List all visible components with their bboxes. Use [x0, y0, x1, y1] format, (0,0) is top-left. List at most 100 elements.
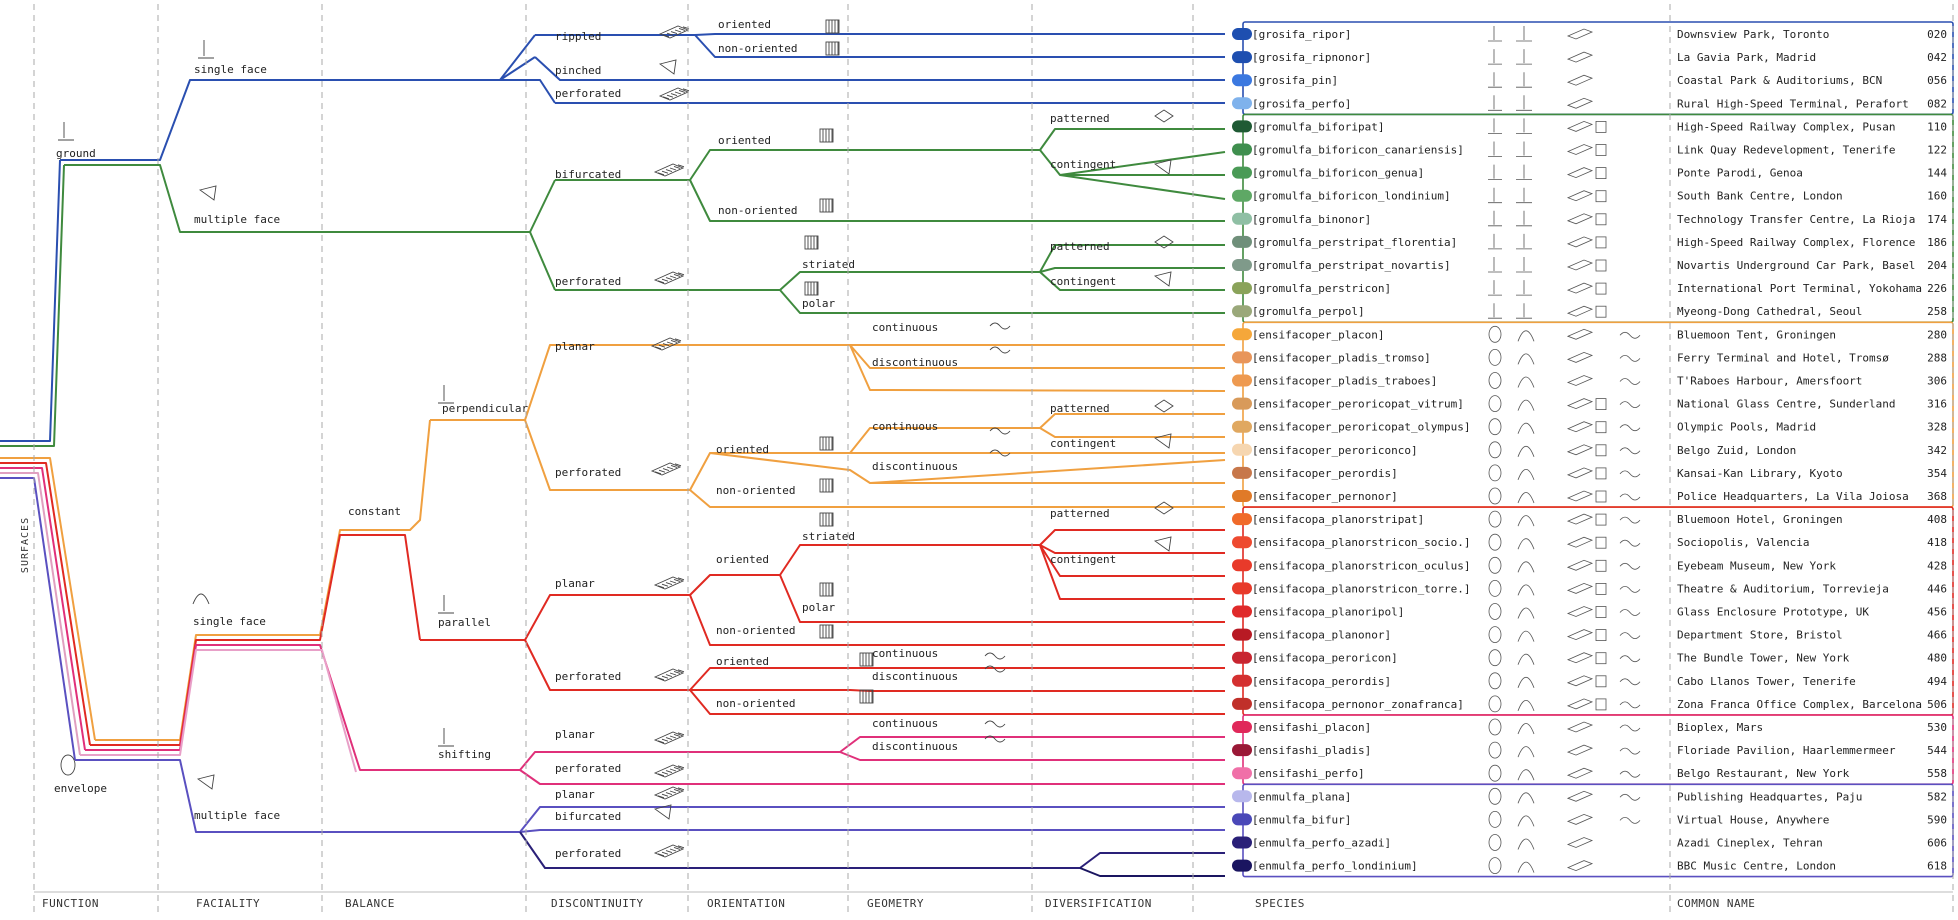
species-trait-icons	[1488, 649, 1641, 667]
branch-label-constant: constant	[348, 505, 401, 518]
column-dividers	[33, 4, 1954, 912]
species-row: [gromulfa_perpol]Myeong-Dong Cathedral, …	[1252, 305, 1947, 318]
species-row: [ensifacopa_planorstripat]Bluemoon Hotel…	[1252, 513, 1947, 526]
species-code: 186	[1927, 236, 1947, 249]
side-label-surfaces: SURFACES	[20, 517, 31, 573]
species-trait-icons	[1488, 764, 1641, 782]
branch	[839, 751, 1225, 761]
species-trait-icons	[1488, 118, 1607, 134]
species-trait-icons	[1488, 533, 1641, 551]
trunk-branch	[0, 462, 91, 746]
trunk-branch	[0, 164, 65, 447]
species-row: [ensifacoper_peroriconco]Belgo Zuid, Lon…	[1252, 444, 1947, 457]
common-name: BBC Music Centre, London	[1677, 860, 1836, 873]
column-header-discontinuity: DISCONTINUITY	[551, 897, 644, 910]
species-code: 174	[1927, 213, 1947, 226]
branch-label-gp-polar: polar	[802, 297, 835, 310]
trunk-branch	[0, 457, 96, 741]
branch	[689, 594, 1225, 646]
species-code: 494	[1927, 675, 1947, 688]
plane-icon	[653, 731, 685, 745]
species-code: 590	[1927, 813, 1947, 826]
species-trait-icons	[1488, 348, 1641, 366]
species-swatch	[1232, 212, 1252, 225]
species-row: [enmulfa_perfo_londinium]BBC Music Centr…	[1252, 860, 1947, 873]
fan-icon	[198, 185, 217, 201]
species-name: [gromulfa_perstricon]	[1252, 282, 1391, 295]
common-name: Floriade Pavilion, Haarlemmermeer	[1677, 744, 1896, 757]
species-swatches	[1232, 28, 1252, 872]
grid-icon	[819, 624, 834, 639]
species-row: [ensifacopa_planorstricon_oculus]Eyebeam…	[1252, 559, 1947, 572]
species-row: [gromulfa_binonor]Technology Transfer Ce…	[1252, 213, 1947, 226]
common-name: Coastal Park & Auditoriums, BCN	[1677, 74, 1882, 87]
species-code: 316	[1927, 398, 1947, 411]
species-swatch	[1232, 466, 1252, 479]
stick-icon	[58, 122, 74, 141]
trunk-branch	[0, 477, 76, 761]
branch-label-ppf-continuous: continuous	[872, 420, 938, 433]
species-row: [gromulfa_biforicon_canariensis]Link Qua…	[1252, 144, 1947, 157]
species-code: 558	[1927, 767, 1947, 780]
branch	[779, 574, 1225, 623]
branch-label-pp-oriented: oriented	[716, 443, 769, 456]
branch-label-gp-striated: striated	[802, 258, 855, 271]
species-name: [grosifa_ripor]	[1252, 28, 1351, 41]
grid-icon	[819, 198, 834, 213]
branch	[500, 79, 556, 104]
branch-label-sh-perforated: perforated	[555, 762, 621, 775]
species-trait-icons	[1488, 141, 1607, 157]
species-trait-icons	[1488, 857, 1594, 874]
branch-label-pas-contingent: contingent	[1050, 553, 1116, 566]
species-swatch	[1232, 559, 1252, 572]
column-header-orientation: ORIENTATION	[707, 897, 785, 910]
species-name: [ensifashi_pladis]	[1252, 744, 1371, 757]
species-row: [gromulfa_perstripat_florentia]High-Spee…	[1252, 236, 1947, 249]
branch	[64, 164, 556, 233]
species-code: 280	[1927, 328, 1947, 341]
common-name: Ponte Parodi, Genoa	[1677, 167, 1803, 180]
species-name: [ensifacopa_planorstricon_socio.]	[1252, 536, 1471, 549]
species-code: 456	[1927, 606, 1947, 619]
trunk-branch	[0, 472, 81, 756]
species-trait-icons	[1488, 95, 1594, 111]
wave-icon	[984, 665, 1006, 673]
branch	[430, 344, 1225, 421]
species-code: 354	[1927, 467, 1947, 480]
species-swatch	[1232, 189, 1252, 202]
grid-icon	[819, 128, 834, 143]
common-name: Novartis Underground Car Park, Basel	[1677, 259, 1915, 272]
branch	[90, 534, 421, 746]
plane-icon	[658, 87, 690, 101]
species-swatch	[1232, 143, 1252, 156]
branch-label-r-nonoriented: non-oriented	[718, 42, 797, 55]
species-swatch	[1232, 28, 1252, 40]
species-name: [gromulfa_perstripat_florentia]	[1252, 236, 1457, 249]
plane-icon	[653, 271, 685, 285]
species-code: 204	[1927, 259, 1947, 272]
fan-icon	[658, 59, 677, 75]
grid-icon	[825, 19, 840, 34]
species-name: [grosifa_perfo]	[1252, 97, 1351, 110]
branch-label-rippled: rippled	[555, 30, 601, 43]
branch	[849, 344, 1226, 392]
branch-label-em-planar: planar	[555, 788, 595, 801]
common-name: National Glass Centre, Sunderland	[1677, 398, 1896, 411]
branch-label-pp-perforated: perforated	[555, 466, 621, 479]
species-name: [ensifacopa_perordis]	[1252, 675, 1391, 688]
branch-label-parallel: parallel	[438, 616, 491, 629]
species-trait-icons	[1488, 603, 1641, 620]
branch-label-sh-discontinuous: discontinuous	[872, 740, 958, 753]
species-swatch	[1232, 767, 1252, 780]
species-swatch	[1232, 420, 1252, 433]
species-swatch	[1232, 513, 1252, 526]
common-name: Link Quay Redevelopment, Tenerife	[1677, 144, 1896, 157]
wave-icon	[984, 720, 1006, 728]
plane-icon	[658, 25, 690, 39]
species-trait-icons	[1488, 49, 1594, 65]
diamond-icon	[1154, 399, 1174, 413]
dome-icon	[192, 593, 210, 605]
branch-label-pa-oriented: oriented	[716, 553, 769, 566]
